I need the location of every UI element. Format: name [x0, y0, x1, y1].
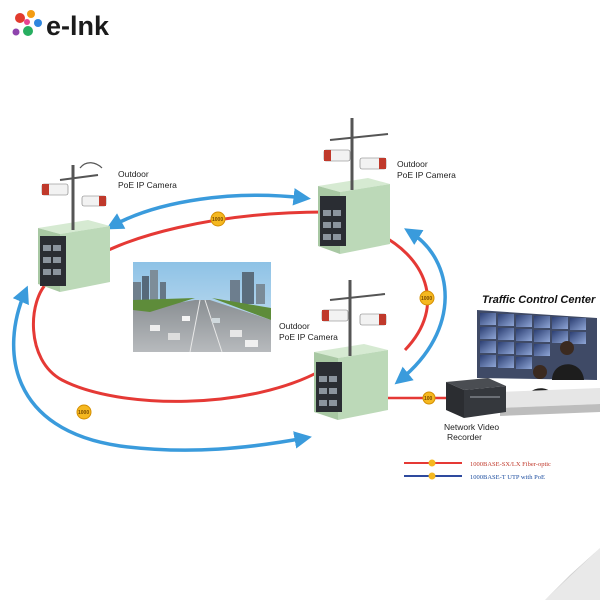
- highway-photo: [133, 262, 271, 353]
- camera-icon: [321, 309, 387, 326]
- camera-label-line1: Outdoor: [279, 321, 310, 331]
- camera-label-line2: PoE IP Camera: [118, 180, 177, 190]
- legend-fiber-label: 1000BASE-SX/LX Fiber-optic: [470, 461, 551, 468]
- camera-label-line1: Outdoor: [118, 169, 149, 179]
- link-badge: 100: [422, 391, 436, 405]
- video-wall: [477, 310, 597, 380]
- legend-utp: 1000BASE-T UTP with PoE: [404, 472, 545, 481]
- link-badge: 1000: [76, 404, 92, 420]
- svg-text:1000: 1000: [78, 410, 89, 416]
- link-badge: 1000: [419, 290, 435, 306]
- cabinet-left: [38, 162, 110, 292]
- nvr-label-line2: Recorder: [447, 432, 482, 442]
- camera-icon: [323, 149, 387, 170]
- camera-label-line1: Outdoor: [397, 159, 428, 169]
- link-badge: 1000: [210, 211, 226, 227]
- svg-text:100: 100: [424, 396, 433, 402]
- cabinet-middle-right: [314, 280, 388, 420]
- legend: 1000BASE-SX/LX Fiber-optic 1000BASE-T UT…: [404, 459, 551, 481]
- svg-text:1000: 1000: [421, 296, 432, 302]
- camera-label-line2: PoE IP Camera: [279, 332, 338, 342]
- logo-mark-icon: [12, 10, 42, 36]
- brand-logo: e-lnk: [12, 10, 110, 41]
- cabinet-top-right: [318, 118, 390, 254]
- operator-icon: [552, 341, 584, 380]
- brand-name: e-lnk: [46, 11, 110, 41]
- legend-utp-label: 1000BASE-T UTP with PoE: [470, 474, 545, 481]
- ring-arrows: [12, 188, 447, 452]
- nvr-label-line1: Network Video: [444, 422, 499, 432]
- camera-icon: [41, 183, 107, 207]
- page-curl: [545, 548, 600, 600]
- nvr-device-icon: [446, 378, 506, 418]
- traffic-center-title: Traffic Control Center: [482, 294, 596, 306]
- svg-text:1000: 1000: [212, 217, 223, 223]
- legend-fiber: 1000BASE-SX/LX Fiber-optic: [404, 459, 551, 468]
- control-desk: [500, 388, 600, 416]
- camera-label-line2: PoE IP Camera: [397, 170, 456, 180]
